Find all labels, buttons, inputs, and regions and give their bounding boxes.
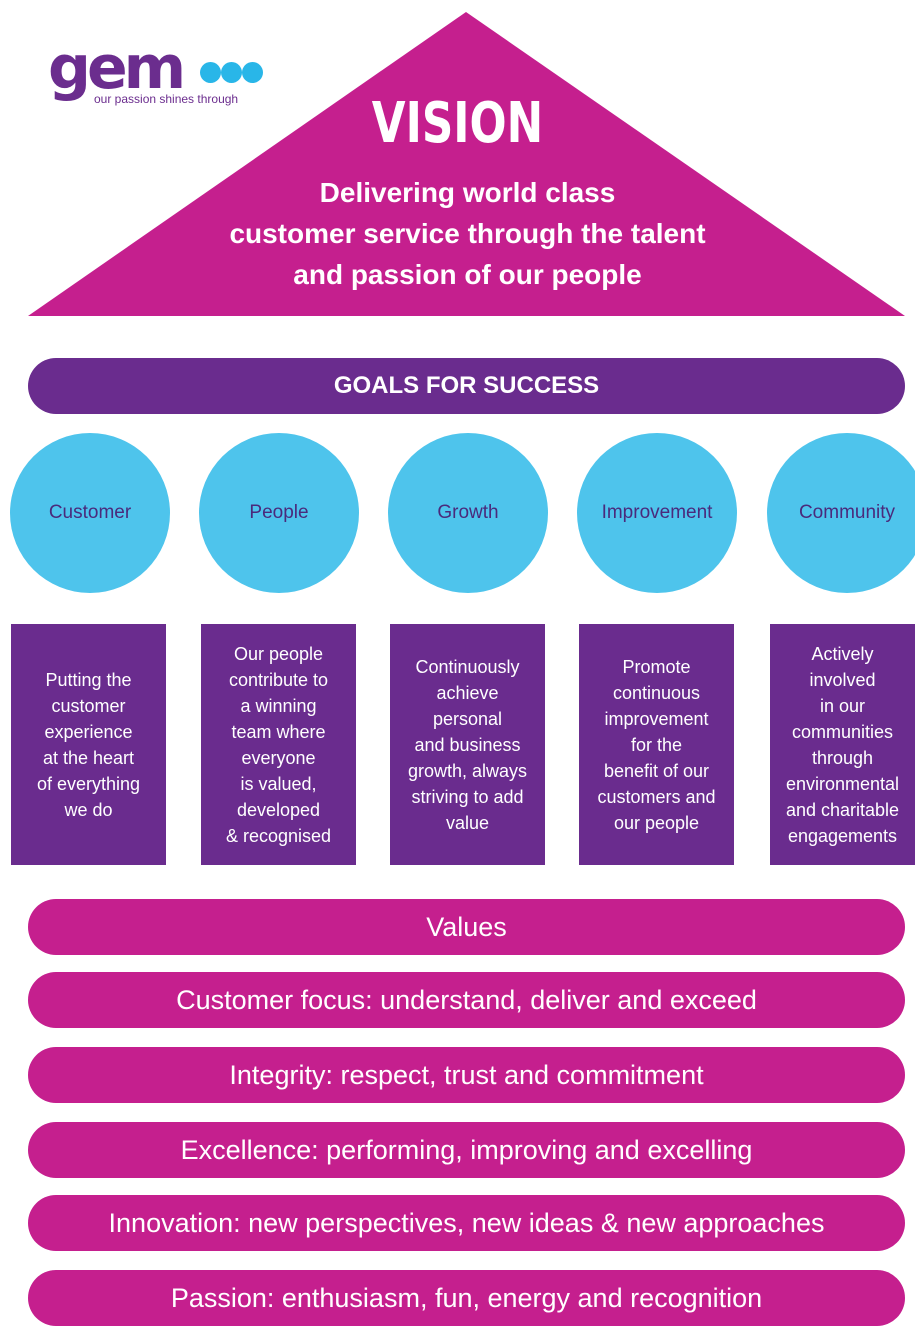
logo-dot [242,62,263,83]
goal-description: Promote continuous improvement for the b… [597,656,716,833]
value-text: Customer focus: understand, deliver and … [176,984,757,1015]
vision-line: and passion of our people [293,259,642,290]
vision-line: Delivering world class [319,177,616,208]
goal-pillar-improvement: Promote continuous improvement for the b… [579,624,734,865]
vision-roof [28,12,905,316]
vision-statement: Delivering world class customer service … [0,172,915,295]
goal-circle-community: Community [767,433,915,593]
logo-wordmark: gem [48,33,186,103]
logo-dot [200,62,221,83]
value-bar-excellence: Excellence: performing, improving and ex… [28,1122,905,1178]
goal-description: Continuously achieve personal and busine… [407,656,528,833]
goal-pillar-growth: Continuously achieve personal and busine… [390,624,545,865]
value-bar-integrity: Integrity: respect, trust and commitment [28,1047,905,1103]
goal-circle-people: People [199,433,359,593]
logo-tagline: our passion shines through [94,92,239,106]
gem-logo: gem our passion shines through [48,38,278,110]
values-heading-bar: Values [28,899,905,955]
value-text: Integrity: respect, trust and commitment [229,1059,704,1090]
goal-name: Improvement [601,502,713,523]
goal-description: Actively involved in our communities thr… [785,643,900,846]
goal-name: People [249,502,309,523]
roof-triangle [28,12,905,316]
goal-circle-improvement: Improvement [577,433,737,593]
goal-circle-customer: Customer [10,433,170,593]
vision-line: customer service through the talent [229,218,706,249]
goals-heading: GOALS FOR SUCCESS [333,372,600,399]
goal-pillar-community: Actively involved in our communities thr… [770,624,915,865]
value-text: Passion: enthusiasm, fun, energy and rec… [170,1282,763,1313]
value-bar-customer-focus: Customer focus: understand, deliver and … [28,972,905,1028]
goal-description: Our people contribute to a winning team … [225,643,332,846]
value-text: Excellence: performing, improving and ex… [180,1134,753,1165]
vision-title: VISION [371,91,544,156]
goal-name: Customer [48,502,132,523]
logo-dot [221,62,242,83]
value-bar-passion: Passion: enthusiasm, fun, energy and rec… [28,1270,905,1326]
goal-name: Community [798,502,896,523]
value-bar-innovation: Innovation: new perspectives, new ideas … [28,1195,905,1251]
goal-description: Putting the customer experience at the h… [36,669,141,820]
goal-pillar-customer: Putting the customer experience at the h… [11,624,166,865]
goal-name: Growth [437,502,499,523]
goals-heading-bar: GOALS FOR SUCCESS [28,358,905,414]
values-heading: Values [426,911,507,942]
goal-circle-growth: Growth [388,433,548,593]
goal-pillar-people: Our people contribute to a winning team … [201,624,356,865]
value-text: Innovation: new perspectives, new ideas … [108,1207,825,1238]
